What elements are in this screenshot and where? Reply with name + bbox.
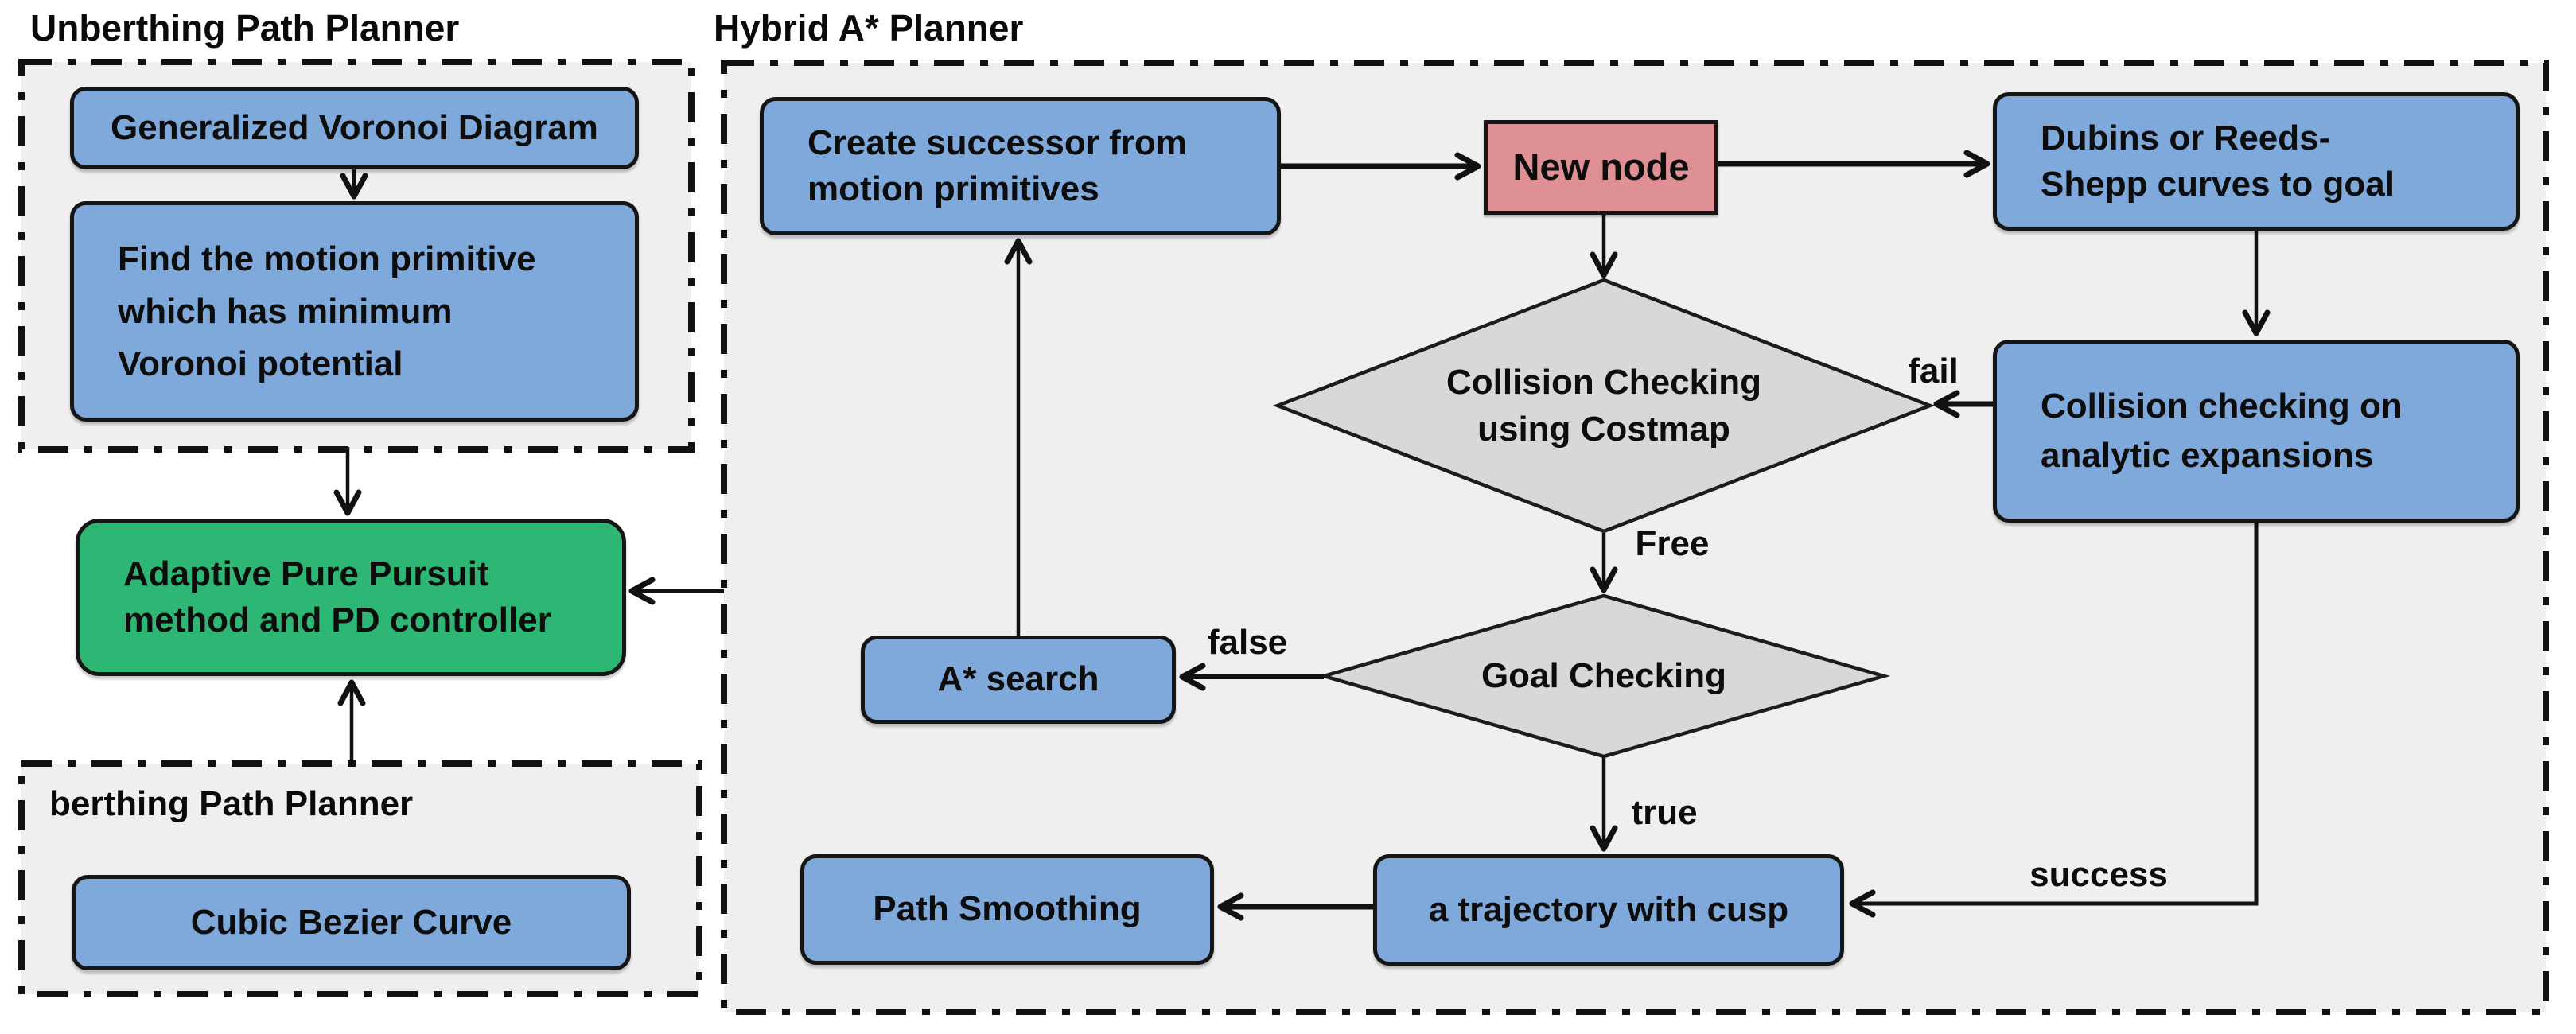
node-dubins-reeds-shepp: Dubins or Reeds- Shepp curves to goal	[1993, 92, 2520, 231]
edge-label-fail: fail	[1908, 352, 1959, 391]
node-trajectory-with-cusp: a trajectory with cusp	[1373, 854, 1844, 966]
edge-label-true: true	[1631, 793, 1698, 832]
node-adaptive-pure-pursuit: Adaptive Pure Pursuit method and PD cont…	[76, 519, 626, 676]
collision-costmap-diamond	[1272, 278, 1936, 534]
arrow-analytic-success-to-cusp	[1849, 521, 2259, 918]
node-collision-analytic-expansions: Collision checking on analytic expansion…	[1993, 340, 2520, 523]
edge-label-free: Free	[1635, 524, 1710, 563]
node-create-successor: Create successor from motion primitives	[760, 97, 1281, 235]
node-find-motion-primitive: Find the motion primitive which has mini…	[70, 201, 639, 422]
edge-label-false: false	[1207, 623, 1288, 662]
flow-arrows	[333, 150, 2271, 921]
unberthing-planner-title: Unberthing Path Planner	[30, 7, 460, 49]
node-astar-search: A* search	[861, 636, 1176, 724]
node-new-node: New node	[1484, 120, 1718, 215]
decision-shapes	[1272, 278, 1936, 759]
edge-label-success: success	[2029, 855, 2168, 894]
node-cubic-bezier-curve: Cubic Bezier Curve	[72, 875, 631, 970]
node-path-smoothing: Path Smoothing	[800, 854, 1214, 965]
hybrid-astar-planner-title: Hybrid A* Planner	[714, 7, 1024, 49]
berthing-planner-title: berthing Path Planner	[49, 784, 414, 823]
node-generalized-voronoi-diagram: Generalized Voronoi Diagram	[70, 87, 639, 169]
